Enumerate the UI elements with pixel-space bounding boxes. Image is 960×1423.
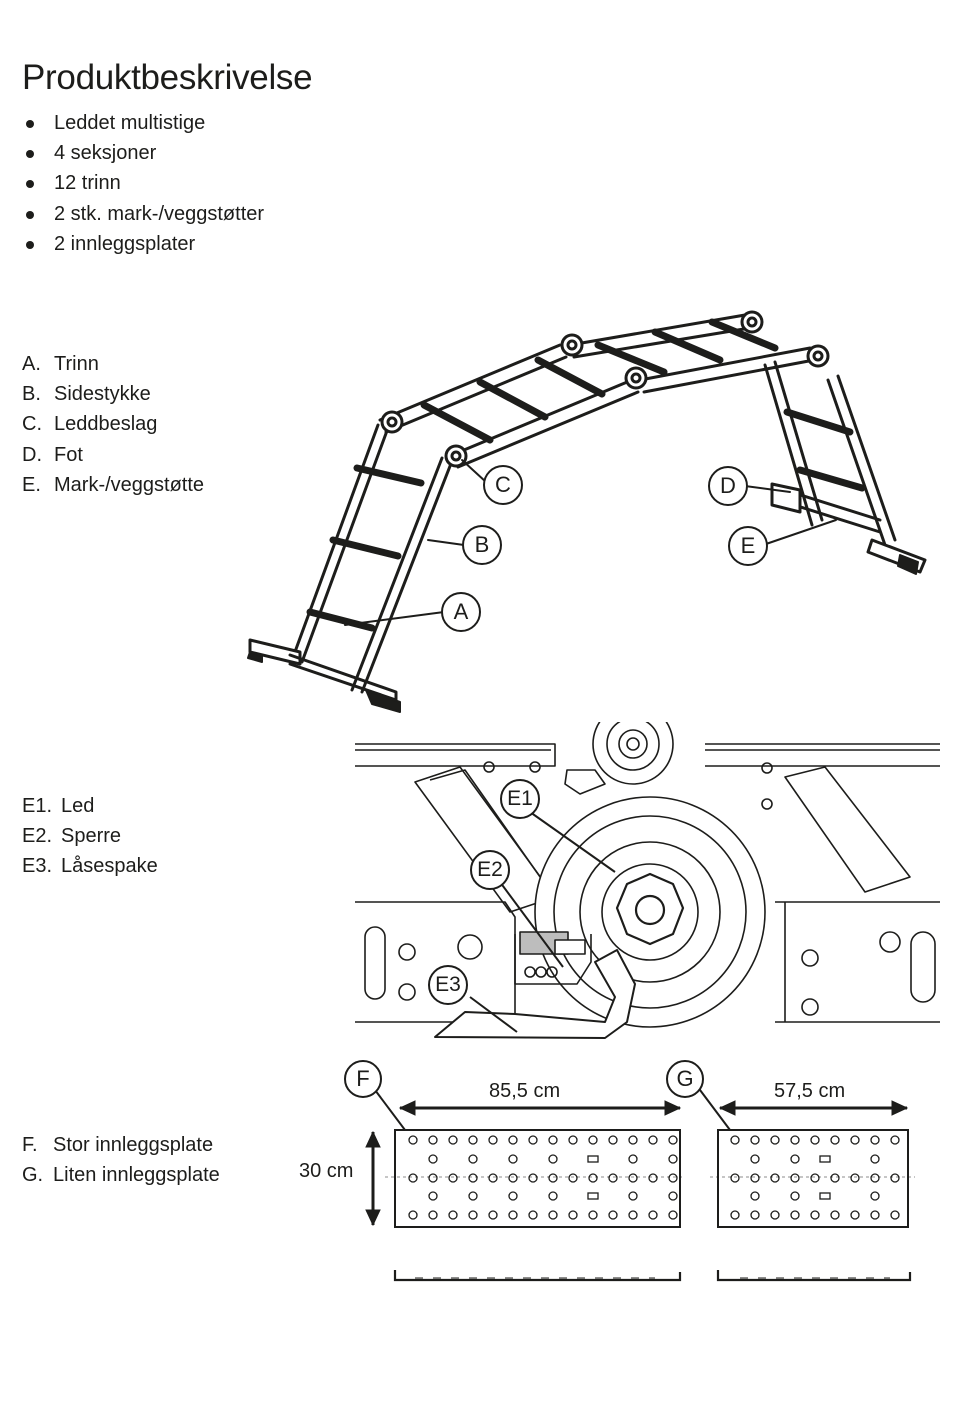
ladder-rungs	[594, 318, 779, 376]
leader-lines	[344, 459, 837, 626]
callout-d: D	[708, 466, 748, 506]
legend-item: B. Sidestykke	[22, 379, 204, 409]
bullet-icon	[26, 240, 34, 249]
small-plate	[717, 1129, 909, 1228]
legend-label: Sperre	[61, 825, 122, 848]
legend-key: B.	[22, 383, 41, 406]
legend-label: Liten innleggsplate	[53, 1164, 220, 1187]
joint-legend: E1. Led E2. Sperre E3. Låsespake	[22, 791, 158, 882]
legend-key: G.	[22, 1164, 44, 1187]
arrow-head-icon	[718, 1100, 909, 1116]
feature-item: 12 trinn	[22, 168, 264, 198]
legend-key: E1.	[22, 795, 53, 817]
legend-label: Leddbeslag	[54, 413, 158, 436]
small-plate-width-label: 57,5 cm	[774, 1080, 846, 1102]
legend-key: E2.	[22, 825, 53, 848]
small-plate-profile	[716, 1270, 912, 1282]
callout-g: G	[666, 1060, 704, 1098]
feature-list: Leddet multistige 4 seksjoner 12 trinn 2…	[22, 108, 264, 259]
legend-item: A. Trinn	[22, 349, 204, 379]
callout-f: F	[344, 1060, 382, 1098]
bullet-icon	[26, 120, 34, 128]
feature-item: 2 innleggsplater	[22, 229, 264, 259]
ladder-rungs	[306, 464, 425, 632]
arrow-head-icon	[398, 1100, 682, 1116]
large-plate	[394, 1129, 681, 1228]
feature-text: Leddet multistige	[54, 112, 206, 134]
callout-e2: E2	[470, 850, 510, 890]
legend-label: Fot	[54, 443, 83, 466]
ladder-foot-bar	[288, 653, 398, 702]
plates-figure	[355, 1060, 935, 1300]
legend-item: F. Stor innleggsplate	[22, 1130, 220, 1160]
ladder-foot	[897, 554, 919, 575]
ladder-figure	[247, 310, 927, 713]
ladder-rail	[350, 456, 444, 692]
feature-text: 2 innleggsplater	[54, 232, 196, 255]
bullet-icon	[26, 180, 34, 189]
legend-key: C.	[22, 413, 42, 436]
legend-key: A.	[22, 353, 41, 375]
arrow-head-icon	[365, 1130, 381, 1227]
legend-key: D.	[22, 443, 42, 466]
feature-text: 4 seksjoner	[54, 142, 157, 165]
joint-illustration	[355, 722, 940, 1039]
callout-a: A	[441, 592, 481, 632]
legend-item: E. Mark-/veggstøtte	[22, 470, 204, 500]
plate-height-label: 30 cm	[299, 1160, 354, 1182]
ladder-rungs	[783, 408, 866, 492]
support-foot	[770, 482, 802, 514]
feature-text: 12 trinn	[54, 172, 121, 195]
legend-key: E3.	[22, 855, 53, 878]
legend-key: E.	[22, 473, 41, 496]
page-title: Produktbeskrivelse	[22, 58, 313, 97]
callout-e1: E1	[500, 779, 540, 819]
callout-e3: E3	[428, 965, 468, 1005]
large-plate-width-label: 85,5 cm	[489, 1080, 561, 1102]
large-plate-profile	[393, 1270, 682, 1282]
ladder-foot	[365, 689, 401, 713]
legend-item: E2. Sperre	[22, 821, 158, 851]
legend-key: F.	[22, 1134, 38, 1156]
ladder-rail	[360, 459, 454, 694]
ladder-foot	[248, 638, 302, 666]
plates-illustration	[365, 1089, 915, 1282]
bullet-icon	[26, 150, 34, 159]
bullet-icon	[26, 210, 34, 219]
feature-item: 4 seksjoner	[22, 138, 264, 168]
legend-item: C. Leddbeslag	[22, 409, 204, 439]
legend-label: Led	[61, 795, 95, 817]
large-plate-holes	[408, 1135, 678, 1220]
feature-item: 2 stk. mark-/veggstøtter	[22, 199, 264, 229]
callout-c: C	[483, 465, 523, 505]
small-plate-holes	[730, 1135, 900, 1220]
legend-label: Stor innleggsplate	[53, 1134, 214, 1156]
legend-item: G. Liten innleggsplate	[22, 1160, 220, 1190]
callout-e: E	[728, 526, 768, 566]
legend-label: Mark-/veggstøtte	[54, 473, 205, 496]
ladder-illustration	[247, 310, 927, 713]
ladder-foot	[247, 651, 263, 663]
ladder-rungs	[420, 356, 606, 444]
plates-legend: F. Stor innleggsplate G. Liten innleggspla…	[22, 1130, 220, 1190]
hinge-group	[380, 310, 830, 468]
legend-item: D. Fot	[22, 440, 204, 470]
callout-b: B	[462, 525, 502, 565]
feature-text: 2 stk. mark-/veggstøtter	[54, 202, 265, 225]
legend-item: E3. Låsespake	[22, 851, 158, 881]
parts-legend: A.Trinn B.Sidestykke C.Leddbeslag D.Fot …	[22, 349, 204, 500]
legend-label: Sidestykke	[54, 383, 151, 406]
feature-item: Leddet multistige	[22, 108, 264, 138]
legend-label: Låsespake	[61, 855, 158, 878]
legend-item: E1. Led	[22, 791, 158, 821]
joint-detail-figure	[355, 722, 940, 1044]
legend-label: Trinn	[54, 353, 99, 375]
